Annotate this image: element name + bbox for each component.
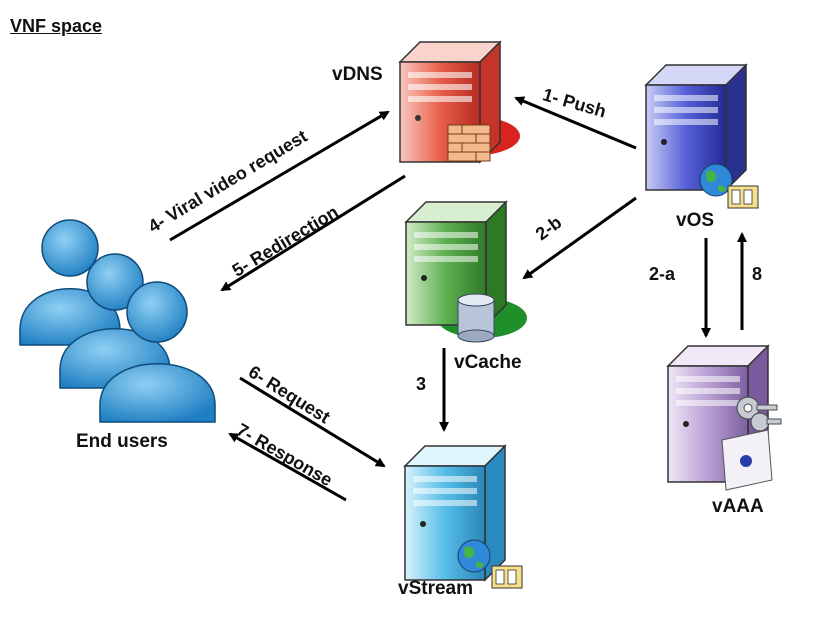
arrow-1-push: [514, 96, 637, 150]
step-8-label: 8: [752, 264, 763, 284]
vdns-label: vDNS: [332, 64, 383, 85]
diagram-title: VNF space: [10, 16, 103, 36]
keys-certificate-icon: [721, 396, 782, 491]
user-figure-front: [99, 281, 216, 423]
vos-label: vOS: [676, 210, 715, 231]
database-icon: [457, 293, 495, 343]
globe-film-icon: [457, 539, 523, 589]
end-users-icon[interactable]: [19, 219, 216, 423]
arrow-2b: [522, 196, 637, 280]
vcache-server[interactable]: [404, 200, 527, 343]
vstream-server[interactable]: [403, 444, 523, 589]
arrow-7-response: [228, 432, 347, 502]
vos-server[interactable]: [644, 63, 759, 209]
step-3-label: 3: [416, 374, 427, 394]
arrow-6-request: [239, 376, 386, 468]
vcache-label: vCache: [454, 352, 522, 373]
step-2a-label: 2-a: [649, 264, 676, 284]
vdns-server[interactable]: [398, 40, 520, 164]
vaaa-label: vAAA: [712, 496, 764, 517]
vaaa-server[interactable]: [666, 344, 782, 491]
globe-film-icon: [699, 163, 759, 209]
firewall-icon: [447, 124, 491, 162]
end-users-label: End users: [76, 431, 168, 452]
arrow-4-request: [169, 110, 390, 242]
vstream-label: vStream: [398, 578, 473, 599]
arrow-5-redirection: [220, 174, 406, 292]
